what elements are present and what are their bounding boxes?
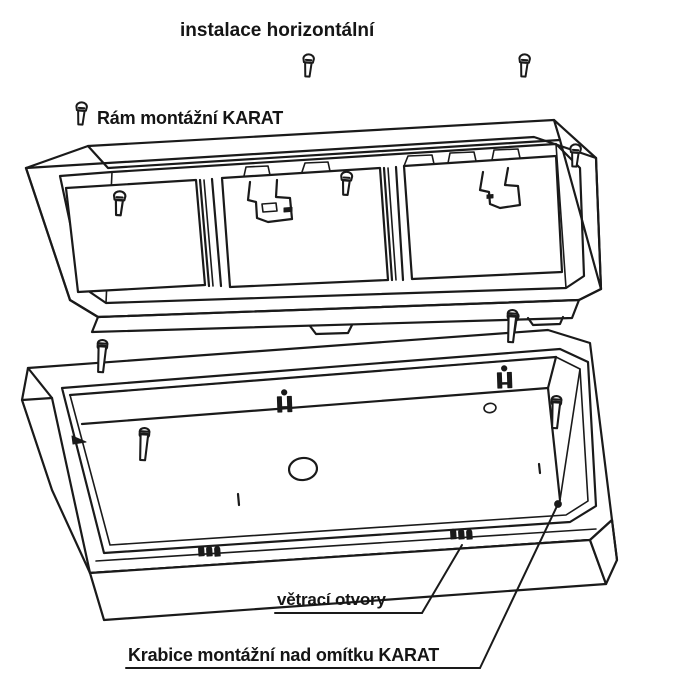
box-floor-details bbox=[71, 365, 542, 507]
gang-opening-2 bbox=[220, 166, 390, 289]
label-ventilation-holes: větrací otvory bbox=[277, 590, 386, 609]
gang-opening-3 bbox=[402, 154, 564, 281]
page-title: instalace horizontální bbox=[180, 20, 375, 41]
box-body bbox=[20, 328, 619, 622]
vent-group-right bbox=[449, 527, 473, 541]
gang-opening-1 bbox=[64, 178, 207, 294]
frame-free-screw-1 bbox=[74, 101, 89, 126]
frame-dividers bbox=[198, 165, 405, 288]
label-mounting-box: Krabice montážní nad omítku KARAT bbox=[128, 645, 440, 665]
box-knockout-hole bbox=[287, 456, 319, 482]
vent-group-left bbox=[197, 544, 221, 558]
frame-clip-left bbox=[246, 178, 294, 224]
box-small-hole bbox=[483, 402, 497, 414]
vent-leader-line bbox=[421, 544, 463, 614]
frame-free-screw-2 bbox=[301, 53, 316, 78]
surface-mount-box-assembly bbox=[20, 308, 619, 622]
frame-inner-tabs bbox=[243, 148, 521, 177]
box-leader-line bbox=[479, 503, 559, 669]
box-inner-rim bbox=[60, 347, 598, 555]
label-mounting-frame: Rám montážní KARAT bbox=[97, 108, 284, 128]
frame-free-screw-3 bbox=[517, 53, 532, 78]
mounting-frame-assembly bbox=[24, 53, 603, 336]
frame-clip-right bbox=[478, 166, 522, 210]
leader-lines bbox=[125, 500, 562, 669]
box-leader-dot bbox=[554, 500, 562, 508]
frame-gang-openings bbox=[64, 154, 564, 294]
